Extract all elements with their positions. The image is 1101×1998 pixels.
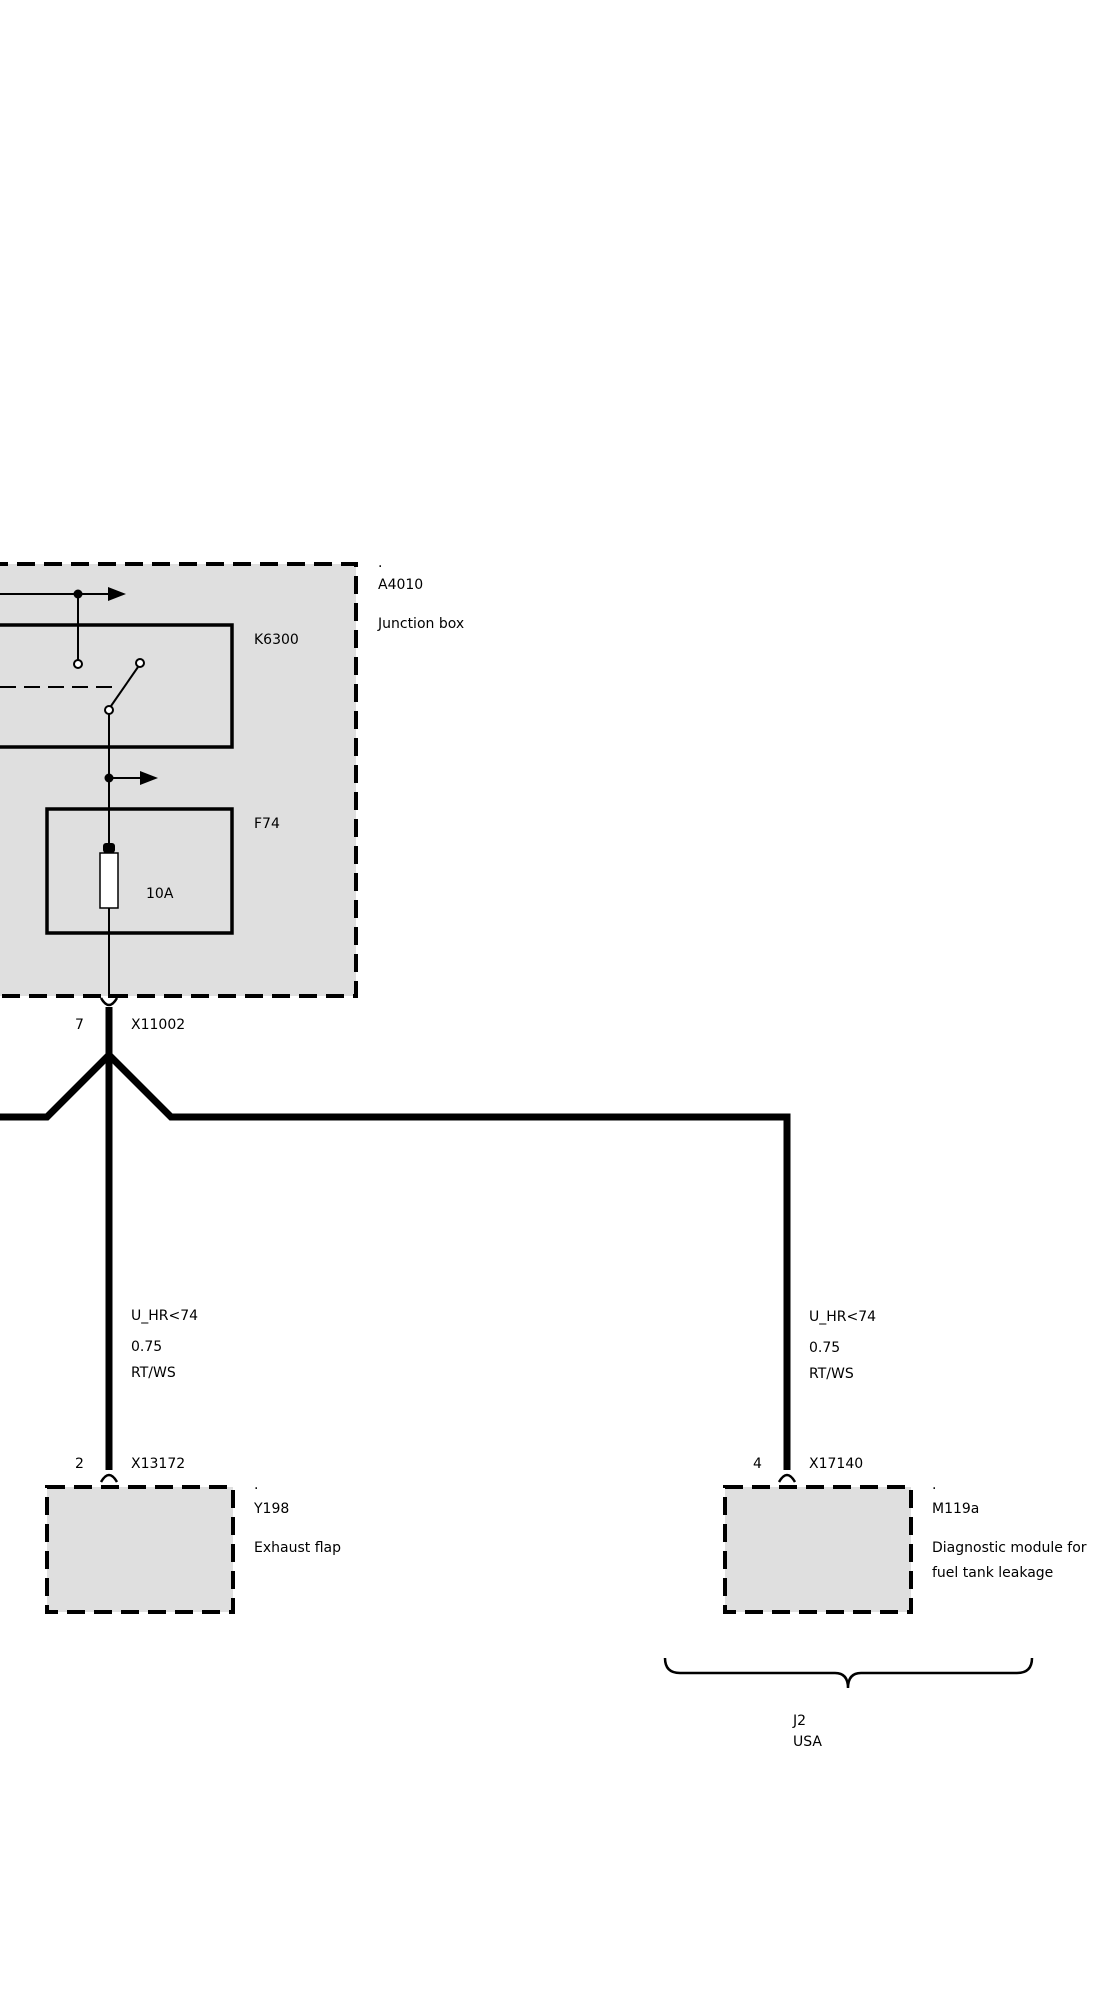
connector-socket-icon [99,997,119,1007]
connector-socket-icon [777,1473,797,1483]
connector-socket-icon [99,1473,119,1483]
fuse-rating: 10A [146,886,174,902]
component-m119a-box [723,1485,913,1614]
wire-right-signal: U_HR<74 [809,1309,876,1325]
component-y198-box [45,1485,235,1614]
wire-right-color: RT/WS [809,1366,854,1382]
fuse-f74-box [45,807,234,935]
wire-left-cross-section: 0.75 [131,1339,162,1355]
wire-left-signal: U_HR<74 [131,1308,198,1324]
connector-main-id: X11002 [131,1017,185,1033]
component-m119a-name-line1: Diagnostic module for [932,1540,1087,1556]
junction-box-name: Junction box [377,616,464,632]
component-m119a-id: M119a [932,1501,979,1517]
variant-market: USA [793,1734,822,1750]
junction-box-id: A4010 [378,577,423,593]
relay-k6300-box [0,623,234,749]
connector-m119a-id: X17140 [809,1456,863,1472]
component-y198-dot: . [254,1477,258,1493]
variant-brace-icon [663,1657,1034,1689]
relay-contact-terminal [73,659,83,669]
connector-main-pin: 7 [75,1017,84,1033]
junction-box-outline [0,562,358,998]
harness-right-branch [106,1052,791,1470]
relay-switch-arm [110,666,139,707]
harness-left-branch [0,1052,112,1121]
fuse-icon [99,852,119,909]
component-m119a-name-line2: fuel tank leakage [932,1565,1053,1581]
junction-box-dot: . [378,555,382,571]
fuse-id: F74 [254,816,280,832]
arrow-right-icon [108,587,126,601]
component-y198-id: Y198 [253,1501,289,1517]
relay-switch-contact-open [135,658,145,668]
component-m119a-dot: . [932,1477,936,1493]
connector-y198-pin: 2 [75,1456,84,1472]
variant-code: J2 [792,1713,806,1729]
relay-id: K6300 [254,632,299,648]
wire-right-cross-section: 0.75 [809,1340,840,1356]
connector-y198-id: X13172 [131,1456,185,1472]
fuse-cap [103,843,115,853]
component-y198-name: Exhaust flap [254,1540,341,1556]
arrow-right-icon [140,771,158,785]
relay-switch-pivot [104,705,114,715]
connector-m119a-pin: 4 [753,1456,762,1472]
wire-left-color: RT/WS [131,1365,176,1381]
